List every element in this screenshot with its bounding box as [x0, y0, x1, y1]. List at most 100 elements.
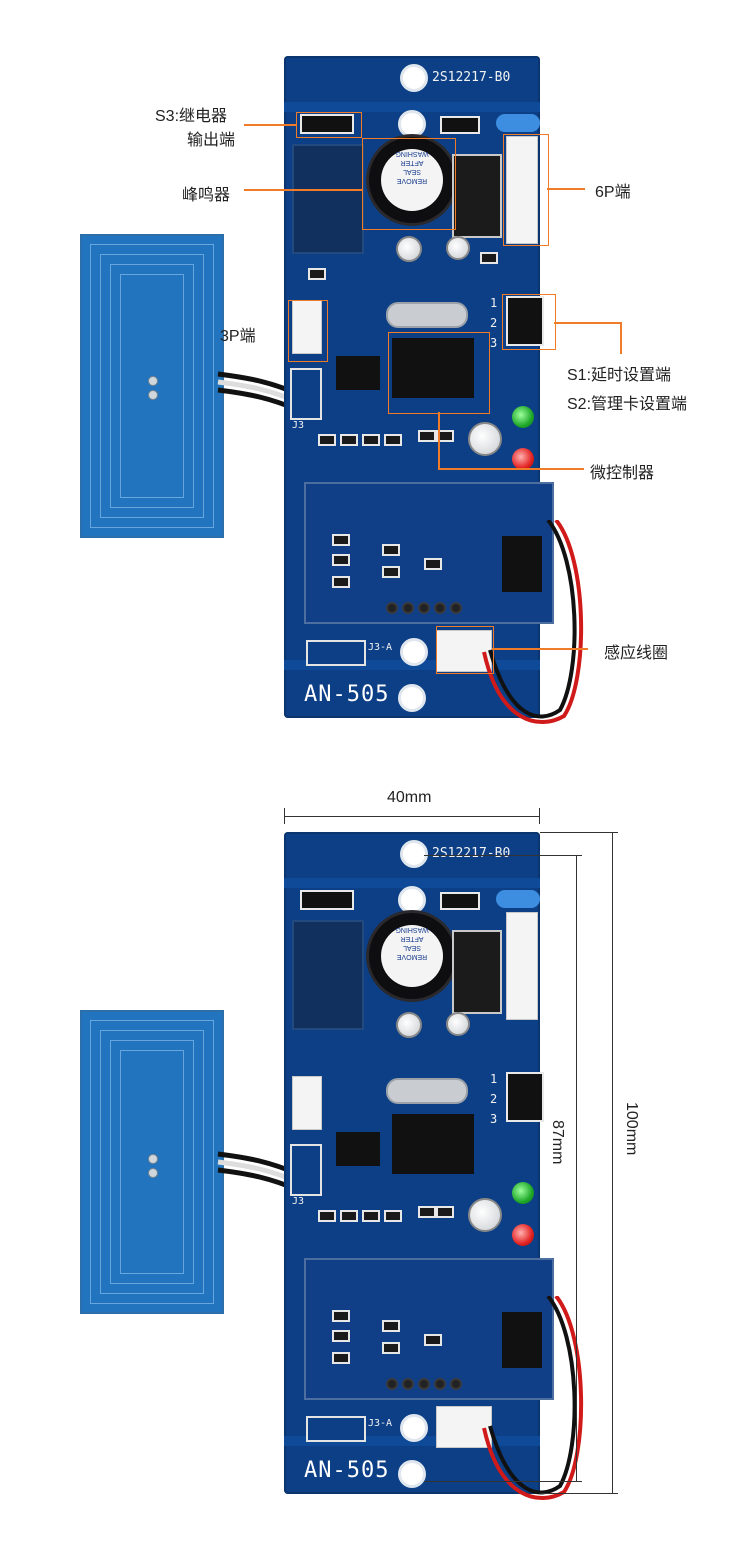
- mount-hole-icon: [398, 1460, 426, 1488]
- jumper-digit: 1: [490, 1072, 498, 1086]
- blue-capacitor: [496, 890, 540, 908]
- microcontroller-chip: [392, 1114, 474, 1174]
- smd-part: [332, 1330, 350, 1342]
- smd-part: [318, 1210, 336, 1222]
- smd-part: [332, 1310, 350, 1322]
- smd-part: [436, 1206, 454, 1218]
- relay: [292, 920, 364, 1030]
- callout-leader: [547, 188, 585, 190]
- electrolytic-capacitor: [468, 422, 502, 456]
- antenna-coil: [80, 1010, 224, 1314]
- dimension-tick: [539, 808, 540, 824]
- smd-part: [332, 534, 350, 546]
- pin-pad: [450, 602, 462, 614]
- smd-part: [436, 430, 454, 442]
- smd-part: [318, 434, 336, 446]
- j3-ref: J3: [292, 1196, 305, 1207]
- rf-module: [304, 1258, 554, 1400]
- eight-pin-chip: [336, 1132, 380, 1166]
- smd-part: [384, 434, 402, 446]
- smd-part: [382, 566, 400, 578]
- coil-terminal-icon: [148, 376, 158, 386]
- electrolytic-capacitor: [468, 1198, 502, 1232]
- coil-terminal-icon: [148, 390, 158, 400]
- s1-s2-jumpers: [506, 296, 544, 346]
- red-led: [512, 1224, 534, 1246]
- buzzer: REMOVE SEAL AFTER WASHING: [366, 910, 458, 1002]
- top-jumper: [440, 892, 480, 910]
- smd-part: [332, 576, 350, 588]
- part-code: 2S12217-B0: [432, 846, 511, 861]
- callout-coil: 感应线圈: [604, 645, 669, 662]
- jumper-digit: 3: [490, 1112, 498, 1126]
- module-wires: [482, 1296, 584, 1501]
- callout-leader: [244, 189, 362, 191]
- callout-leader: [438, 412, 440, 468]
- dimension-line-100: [612, 832, 613, 1494]
- callout-s3-relay-line2: 输出端: [187, 132, 236, 149]
- smd-part: [384, 1210, 402, 1222]
- s1-s2-jumpers: [506, 1072, 544, 1122]
- j3-ref: J3: [292, 420, 305, 431]
- crystal: [386, 1078, 468, 1104]
- pin-pad: [434, 1378, 446, 1390]
- dimension-tick: [424, 855, 582, 856]
- coil-ring: [110, 1040, 194, 1284]
- j3a-ref: J3-A: [368, 1418, 393, 1429]
- coil-ring: [90, 244, 214, 528]
- s3-jumper: [300, 114, 354, 134]
- mount-hole-icon: [400, 638, 428, 666]
- rf-module: [304, 482, 554, 624]
- green-led: [512, 406, 534, 428]
- part-code: 2S12217-B0: [432, 70, 511, 85]
- pin-pad: [402, 1378, 414, 1390]
- dimension-tick: [424, 1481, 582, 1482]
- connector-3p: [292, 300, 322, 354]
- dimension-outer-height: 100mm: [623, 1102, 640, 1156]
- module-chip: [502, 536, 542, 592]
- callout-leader: [554, 322, 620, 324]
- coil-ring: [120, 1050, 184, 1274]
- board-band: [284, 102, 540, 112]
- pin-pad: [386, 1378, 398, 1390]
- coil-ring: [110, 264, 194, 508]
- voltage-regulator: [452, 930, 502, 1014]
- smd-part: [308, 268, 326, 280]
- coil-ring: [90, 1020, 214, 1304]
- callout-leader: [620, 322, 622, 354]
- pin-pad: [418, 1378, 430, 1390]
- electrolytic-capacitor: [446, 1012, 470, 1036]
- pin-pad: [418, 602, 430, 614]
- callout-s1: S1:延时设置端: [567, 367, 672, 384]
- smd-part: [382, 1320, 400, 1332]
- smd-part: [424, 558, 442, 570]
- smd-part: [332, 554, 350, 566]
- buzzer-label: REMOVE SEAL AFTER WASHING: [381, 149, 443, 211]
- electrolytic-capacitor: [396, 1012, 422, 1038]
- crystal: [386, 302, 468, 328]
- dimension-tick: [540, 832, 618, 833]
- pin-pad: [402, 602, 414, 614]
- microcontroller-chip: [392, 338, 474, 398]
- highlight-mcu: [388, 332, 490, 414]
- mount-hole-icon: [400, 1414, 428, 1442]
- eight-pin-chip: [336, 356, 380, 390]
- jumper-digit: 3: [490, 336, 498, 350]
- smd-part: [382, 544, 400, 556]
- connector-6p: [506, 912, 538, 1020]
- dimension-tick: [540, 1493, 618, 1494]
- smd-part: [340, 1210, 358, 1222]
- board-band: [284, 878, 540, 888]
- coil-terminal-icon: [148, 1154, 158, 1164]
- buzzer-text: SEAL: [403, 944, 421, 951]
- coil-ring: [100, 254, 204, 518]
- pcb-board: 2S12217-B0 REMOVE SEAL AFTER WASHING: [284, 56, 554, 718]
- callout-leader: [438, 468, 584, 470]
- jumper-digit: 2: [490, 1092, 498, 1106]
- mount-hole-icon: [398, 684, 426, 712]
- connector-3p: [292, 1076, 322, 1130]
- dimension-line-87: [576, 855, 577, 1481]
- smd-part: [424, 1334, 442, 1346]
- highlight-3p: [288, 300, 328, 362]
- callout-buzzer: 峰鸣器: [182, 187, 231, 204]
